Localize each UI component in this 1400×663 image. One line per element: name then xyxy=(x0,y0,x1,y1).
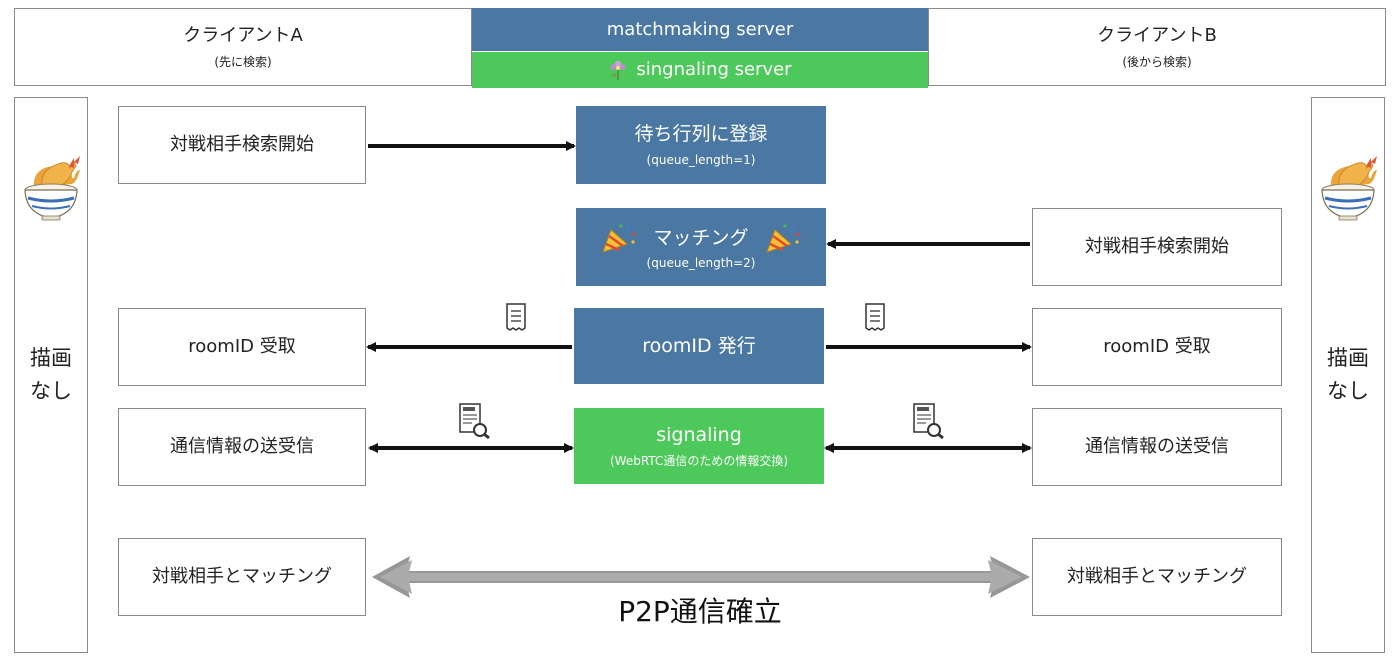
client-b-room-receive-label: roomID 受取 xyxy=(1103,336,1211,358)
document-search-icon xyxy=(459,403,490,440)
client-a-room-receive: roomID 受取 xyxy=(118,308,366,386)
client-a-room-receive-label: roomID 受取 xyxy=(188,336,296,358)
server-matching-title: マッチング xyxy=(653,226,749,249)
server-enqueue-sub: (queue_length=1) xyxy=(646,152,756,167)
signaling-server-label: singnaling server xyxy=(636,59,792,81)
client-b-title: クライアントB xyxy=(1097,24,1217,46)
client-b-header: クライアントB (後から検索) xyxy=(928,8,1386,86)
client-b-matched: 対戦相手とマッチング xyxy=(1032,538,1282,616)
flower-icon xyxy=(610,60,626,80)
server-enqueue-title: 待ち行列に登録 xyxy=(634,122,768,145)
receipt-icon xyxy=(506,303,526,331)
client-b-search-start: 対戦相手検索開始 xyxy=(1032,208,1282,286)
p2p-double-arrow xyxy=(372,556,1030,598)
client-b-comm-exchange: 通信情報の送受信 xyxy=(1032,408,1282,486)
client-b-matched-label: 対戦相手とマッチング xyxy=(1067,566,1247,588)
client-a-subtitle: (先に検索) xyxy=(214,55,272,70)
server-room-issue-label: roomID 発行 xyxy=(642,334,756,357)
client-a-comm-exchange: 通信情報の送受信 xyxy=(118,408,366,486)
document-search-icon xyxy=(913,403,944,440)
client-a-header: クライアントA (先に検索) xyxy=(14,8,472,86)
client-a-comm-exchange-label: 通信情報の送受信 xyxy=(170,436,314,458)
server-signaling: signaling (WebRTC通信のための情報交換) xyxy=(574,408,824,484)
client-b-subtitle: (後から検索) xyxy=(1122,55,1192,70)
p2p-label: P2P通信確立 xyxy=(618,595,782,628)
client-b-search-start-label: 対戦相手検索開始 xyxy=(1085,236,1229,258)
server-matching-sub: (queue_length=2) xyxy=(646,256,756,271)
server-matching: マッチング (queue_length=2) xyxy=(576,208,826,286)
tempura-bowl-icon xyxy=(24,156,80,221)
receipt-icon xyxy=(865,303,885,331)
client-a-title: クライアントA xyxy=(183,24,303,46)
right-side-label: 描画 なし xyxy=(1327,346,1369,403)
left-side-label: 描画 なし xyxy=(30,346,72,403)
tempura-bowl-icon xyxy=(1321,156,1377,221)
signaling-server-header: singnaling server xyxy=(472,52,928,88)
client-b-comm-exchange-label: 通信情報の送受信 xyxy=(1085,436,1229,458)
party-popper-icon xyxy=(765,224,800,254)
client-a-matched: 対戦相手とマッチング xyxy=(118,538,366,616)
matchmaking-server-header: matchmaking server xyxy=(472,8,928,51)
server-signaling-sub: (WebRTC通信のための情報交換) xyxy=(610,453,788,468)
client-a-search-start: 対戦相手検索開始 xyxy=(118,106,366,184)
matchmaking-server-label: matchmaking server xyxy=(606,18,794,40)
server-room-issue: roomID 発行 xyxy=(574,308,824,384)
client-b-room-receive: roomID 受取 xyxy=(1032,308,1282,386)
client-a-matched-label: 対戦相手とマッチング xyxy=(152,566,332,588)
server-signaling-title: signaling xyxy=(656,423,742,446)
party-popper-icon xyxy=(602,224,637,254)
server-enqueue: 待ち行列に登録 (queue_length=1) xyxy=(576,106,826,184)
client-a-search-start-label: 対戦相手検索開始 xyxy=(170,134,314,156)
